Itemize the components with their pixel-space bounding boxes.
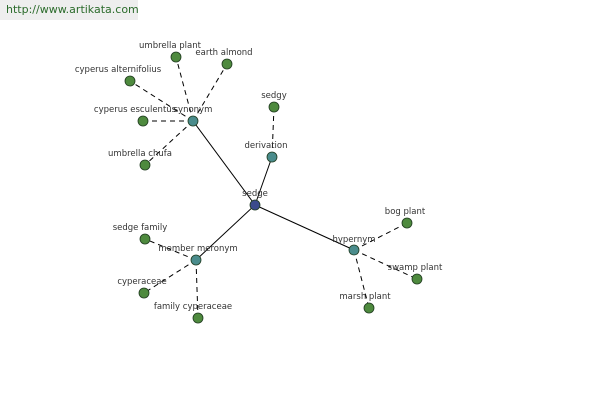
edge-hypernym-marsh-plant xyxy=(353,249,370,309)
node-cyperus-esculentus[interactable] xyxy=(137,115,149,127)
node-cyperaceae[interactable] xyxy=(138,287,150,299)
node-label-member-meronym: member meronym xyxy=(158,244,237,254)
node-marsh-plant[interactable] xyxy=(363,302,375,314)
edge-hypernym-swamp-plant xyxy=(353,249,418,280)
node-earth-almond[interactable] xyxy=(221,58,233,70)
graph-labels: sedge synonym derivation hypernym member mer… xyxy=(75,41,443,312)
edge-sedge-hypernym xyxy=(254,204,355,251)
edge-sedge-member-meronym xyxy=(195,204,256,261)
node-label-hypernym: hypernym xyxy=(332,235,375,245)
node-label-synonym: synonym xyxy=(174,105,213,115)
edge-synonym-umbrella-plant xyxy=(175,56,194,122)
edge-synonym-umbrella-chufa xyxy=(144,120,194,166)
node-label-sedge: sedge xyxy=(242,189,268,199)
watermark-url: http://www.artikata.com xyxy=(0,0,139,20)
node-label-cyperaceae: cyperaceae xyxy=(117,277,166,287)
graph-nodes xyxy=(124,51,423,324)
edge-member-meronym-family-cyperaceae xyxy=(195,259,199,319)
node-label-swamp-plant: swamp plant xyxy=(388,263,443,273)
node-label-family-cyperaceae: family cyperaceae xyxy=(154,302,232,312)
node-sedge-family[interactable] xyxy=(139,233,151,245)
node-family-cyperaceae[interactable] xyxy=(192,312,204,324)
node-label-derivation: derivation xyxy=(244,141,287,151)
node-cyperus-alternifolius[interactable] xyxy=(124,75,136,87)
edge-sedge-synonym xyxy=(192,120,256,206)
edge-member-meronym-sedge-family xyxy=(144,238,197,261)
node-synonym[interactable] xyxy=(187,115,199,127)
node-hypernym[interactable] xyxy=(348,244,360,256)
node-umbrella-chufa[interactable] xyxy=(139,159,151,171)
node-label-earth-almond: earth almond xyxy=(195,48,252,58)
node-derivation[interactable] xyxy=(266,151,278,163)
node-label-umbrella-plant: umbrella plant xyxy=(139,41,202,51)
node-label-sedge-family: sedge family xyxy=(113,223,168,233)
node-swamp-plant[interactable] xyxy=(411,273,423,285)
node-member-meronym[interactable] xyxy=(190,254,202,266)
node-bog-plant[interactable] xyxy=(401,217,413,229)
edge-synonym-earth-almond xyxy=(192,63,228,122)
node-sedgy[interactable] xyxy=(268,101,280,113)
node-label-cyperus-esculentus: cyperus esculentus xyxy=(94,105,177,115)
node-label-umbrella-chufa: umbrella chufa xyxy=(108,149,172,159)
node-label-sedgy: sedgy xyxy=(261,91,286,101)
edge-member-meronym-cyperaceae xyxy=(143,259,197,294)
node-sedge[interactable] xyxy=(249,199,261,211)
edge-sedge-derivation xyxy=(254,156,273,206)
graph-edges xyxy=(129,56,418,319)
node-label-marsh-plant: marsh plant xyxy=(339,292,391,302)
node-umbrella-plant[interactable] xyxy=(170,51,182,63)
edge-hypernym-bog-plant xyxy=(353,222,408,251)
edge-synonym-cyperus-alternifolius xyxy=(129,80,194,122)
node-label-bog-plant: bog plant xyxy=(385,207,426,217)
node-label-cyperus-alternifolius: cyperus alternifolius xyxy=(75,65,162,75)
